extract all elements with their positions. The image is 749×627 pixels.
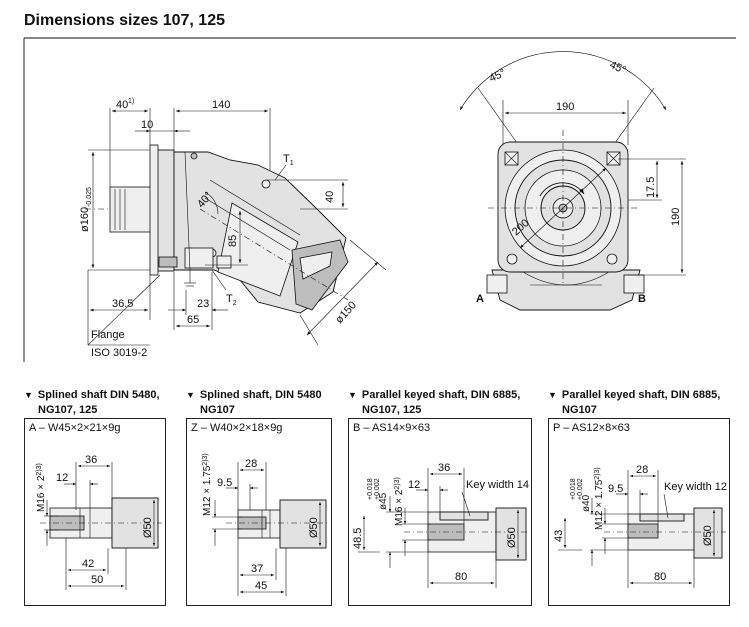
port-b-label: B <box>638 293 646 305</box>
port-a-label: A <box>476 293 484 305</box>
port-a-boss <box>486 274 508 294</box>
heading-arrow-icon: ▼ <box>548 390 557 400</box>
shaft-z-code: Z – W40×2×18×9g <box>191 422 283 434</box>
shaft-z-heading: ▼Splined shaft, DIN 5480 NG107 <box>186 389 322 416</box>
shaft-z-panel: Z – W40×2×18×9g <box>186 418 332 606</box>
dim-140-label: 140 <box>212 99 230 111</box>
dim-17-5-label: 17.5 <box>645 177 657 198</box>
end-cap <box>291 239 349 311</box>
dim-23-label: 23 <box>197 298 209 310</box>
dim-85-label: 85 <box>227 235 239 247</box>
cylinder-barrel <box>217 202 299 297</box>
dim-160-label: ø160-0.025 <box>79 187 93 232</box>
page-title: Dimensions sizes 107, 125 <box>24 12 225 29</box>
port-t2-label: T2 <box>226 293 237 307</box>
shaft-p-code: P – AS12×8×63 <box>553 422 630 434</box>
shaft-p-heading: ▼Parallel keyed shaft, DIN 6885, NG107 <box>548 389 721 416</box>
main-drawings: 40° 40 1) 140 10 ø160-0.025 T1 40 85 <box>23 37 736 362</box>
port-t1-label: T1 <box>283 153 294 167</box>
dim-65-label: 65 <box>187 314 199 326</box>
dim-190-top-label: 190 <box>556 101 574 113</box>
heading-arrow-icon: ▼ <box>24 390 33 400</box>
dim-190-side-label: 190 <box>670 208 682 226</box>
flange-standard-label: ISO 3019-2 <box>91 347 147 359</box>
drive-shaft <box>109 186 155 233</box>
heading-arrow-icon: ▼ <box>348 390 357 400</box>
dim-40-label: 40 <box>116 99 128 111</box>
dim-150-label: ø150 <box>333 299 359 326</box>
angle-right-label: 45° <box>608 59 628 77</box>
shaft-a-panel: A – W45×2×21×9g <box>24 418 166 606</box>
flange-pilot <box>149 144 159 276</box>
flange-label: Flange <box>91 329 125 341</box>
dim-36-5-label: 36.5 <box>112 298 133 310</box>
heading-arrow-icon: ▼ <box>186 390 195 400</box>
shaft-p-panel: P – AS12×8×63 <box>548 418 730 606</box>
shaft-a-heading: ▼Splined shaft DIN 5480, NG107, 125 <box>24 389 160 416</box>
port-b-boss <box>623 274 645 294</box>
shaft-a-code: A – W45×2×21×9g <box>29 422 121 434</box>
port-block <box>491 269 641 311</box>
drain-fitting <box>158 256 178 268</box>
shaft-b-heading: ▼Parallel keyed shaft, DIN 6885, NG107, … <box>348 389 521 416</box>
shaft-b-code: B – AS14×9×63 <box>353 422 431 434</box>
side-view: 40° 40 1) 140 10 ø160-0.025 T1 40 85 <box>79 98 387 359</box>
dim-10-label: 10 <box>141 119 153 131</box>
dim-40-right-label: 40 <box>324 191 336 203</box>
angle-left-label: 45° <box>487 67 507 85</box>
shaft-b-panel: B – AS14×9×63 <box>348 418 532 606</box>
dim-40-sup: 1) <box>128 98 134 105</box>
front-view: 45° 45° 190 200 <box>459 51 686 311</box>
